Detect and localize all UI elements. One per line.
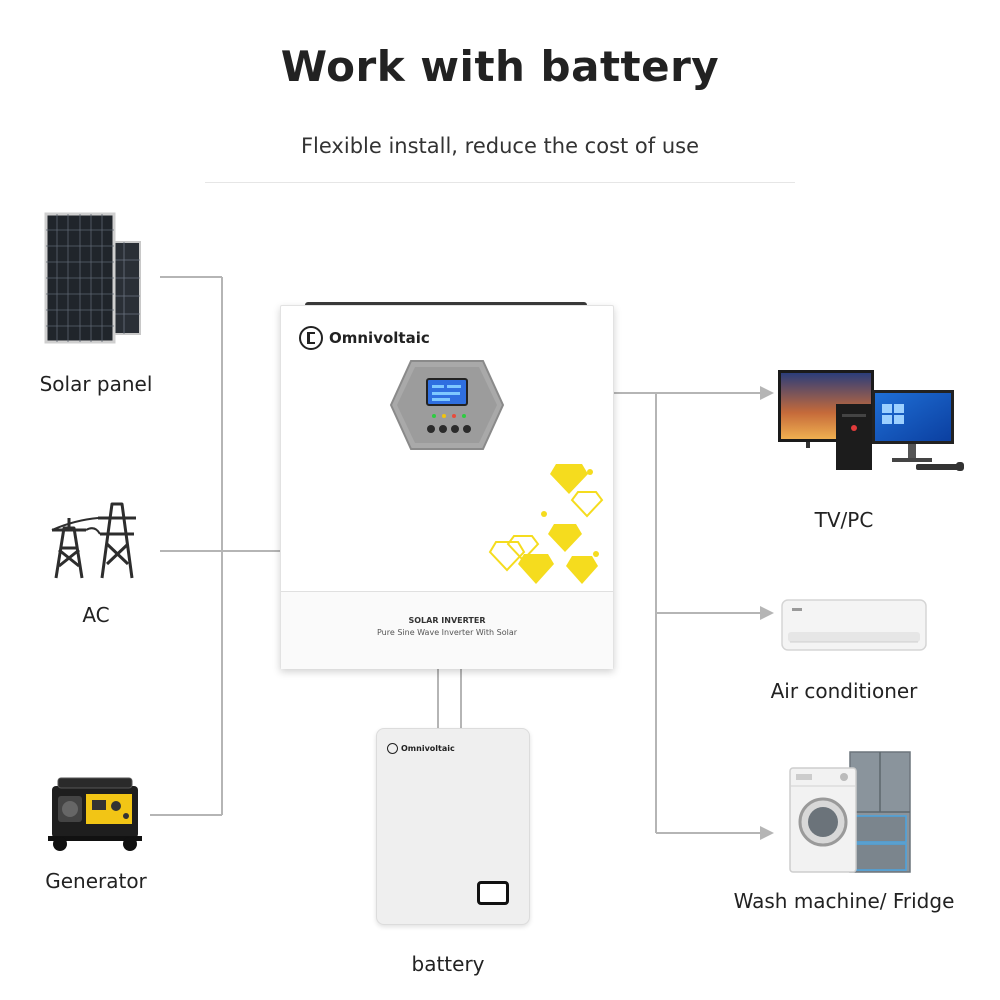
source-label-generator: Generator	[45, 869, 147, 893]
inverter-brand: Omnivoltaic	[299, 326, 430, 350]
brand-logo-icon	[299, 326, 323, 350]
inverter-lower-panel: SOLAR INVERTER Pure Sine Wave Inverter W…	[281, 591, 613, 669]
load-label-tv-pc: TV/PC	[814, 508, 874, 532]
load-label-air-conditioner: Air conditioner	[770, 679, 918, 703]
generator-icon	[46, 770, 144, 852]
page-subtitle: Flexible install, reduce the cost of use	[300, 134, 700, 158]
air-conditioner-icon	[780, 596, 928, 656]
washer-fridge-icon	[788, 750, 912, 876]
battery-brand-logo-icon	[387, 743, 398, 754]
load-label-washer-fridge: Wash machine/ Fridge	[733, 889, 955, 913]
diamond-decoration	[488, 464, 604, 584]
battery-status-screen	[477, 881, 509, 905]
solar-inverter: Omnivoltaic SOLAR INVERTER Pure Sine Wav…	[280, 305, 614, 669]
source-label-ac: AC	[82, 603, 110, 627]
battery-unit: Omnivoltaic	[376, 728, 530, 925]
inverter-tagline: Pure Sine Wave Inverter With Solar	[376, 628, 518, 637]
power-tower-icon	[50, 498, 140, 582]
battery-label: battery	[411, 952, 485, 976]
battery-brand: Omnivoltaic	[387, 743, 455, 754]
tv-pc-icon	[776, 368, 966, 478]
inverter-control-panel	[389, 360, 505, 450]
solar-panel-icon	[40, 210, 150, 350]
source-label-solar: Solar panel	[39, 372, 153, 396]
header-divider	[205, 182, 795, 183]
inverter-product-name: SOLAR INVERTER	[408, 616, 486, 625]
page-title: Work with battery	[280, 42, 720, 91]
battery-brand-text: Omnivoltaic	[401, 744, 455, 753]
inverter-brand-text: Omnivoltaic	[329, 329, 430, 347]
